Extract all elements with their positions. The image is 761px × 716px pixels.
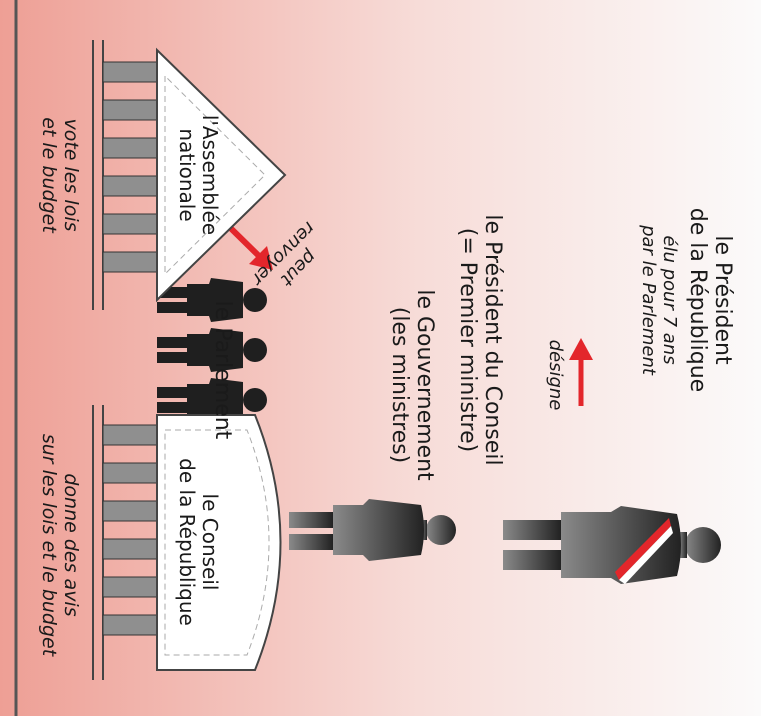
president-title: le Président de la République: [684, 180, 735, 420]
assembly-temple-icon: [92, 40, 287, 310]
president-note-line2: par le Parlement: [638, 225, 660, 375]
council-president-line2: (= Premier ministre): [454, 227, 480, 453]
council-republic-role: donne des avis sur les lois et le budget: [37, 420, 82, 670]
tricolor-sash-icon: [615, 518, 673, 584]
council-president-label: le Président du Conseil (= Premier minis…: [454, 180, 505, 500]
assembly-name: l'Assemblée nationale: [175, 100, 222, 250]
council-president-line1: le Président du Conseil: [480, 214, 505, 466]
president-note: élu pour 7 ans par le Parlement: [638, 180, 680, 420]
council-republic-temple-icon: [92, 405, 282, 680]
council-republic-name-line2: de la République: [175, 458, 199, 626]
designe-label: désigne: [545, 339, 566, 411]
council-president-silhouette-icon: [289, 499, 456, 561]
government-label: le Gouvernement (les ministres): [386, 260, 437, 510]
government-line2: (les ministres): [386, 306, 412, 464]
council-republic-role-line1: donne des avis: [60, 473, 82, 617]
designe-arrow-icon: [569, 338, 593, 406]
assembly-role: vote les lois et le budget: [37, 80, 82, 270]
council-republic-name: le Conseil de la République: [175, 442, 222, 642]
president-title-line2: de la République: [684, 207, 710, 393]
president-note-line1: élu pour 7 ans: [659, 235, 680, 365]
assembly-role-line2: et le budget: [38, 117, 61, 233]
president-title-line1: le Président: [710, 235, 735, 365]
assembly-name-line2: nationale: [175, 128, 199, 222]
president-silhouette-icon: [503, 506, 721, 584]
assembly-name-line1: l'Assemblée: [198, 114, 222, 236]
assembly-role-line1: vote les lois: [60, 118, 82, 232]
council-republic-name-line1: le Conseil: [198, 493, 222, 591]
parliament-label: le Parlement: [210, 300, 235, 440]
government-silhouettes-icon: [157, 278, 267, 422]
government-line1: le Gouvernement: [412, 289, 437, 481]
council-republic-role-line2: sur les lois et le budget: [38, 433, 61, 657]
